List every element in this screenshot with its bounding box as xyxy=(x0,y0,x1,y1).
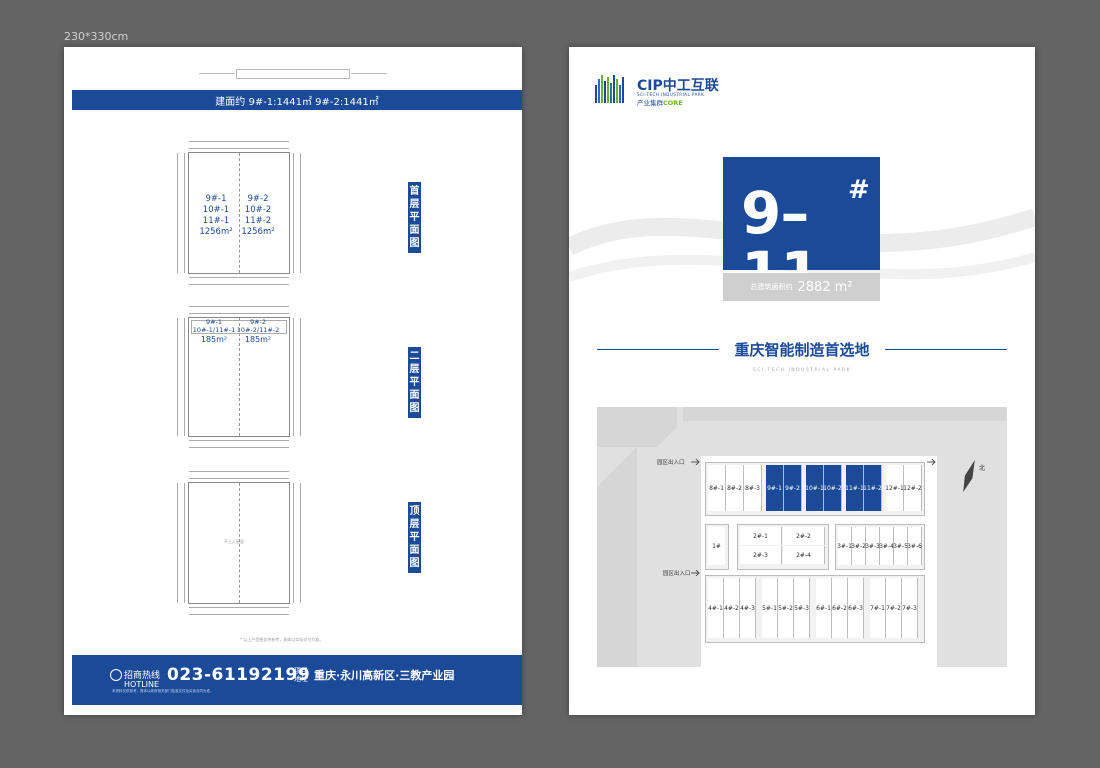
roof-note: 不上人屋面 xyxy=(224,539,244,544)
unit-9-2: 9#-2 xyxy=(784,465,802,511)
unit-5-2: 5#-2 xyxy=(778,578,794,638)
hotline-label: 招商热线 xyxy=(124,671,161,681)
unit-12-1: 12#-1 xyxy=(885,465,904,511)
unit-4-3: 4#-3 xyxy=(740,578,756,638)
contact-footer: 招商热线 HOTLINE 023-61192199 项目地址 重庆·永川高新区·… xyxy=(72,655,522,705)
unit-2-2: 2#-2 xyxy=(783,527,825,545)
hotline-en-label: HOTLINE xyxy=(124,680,160,689)
phone-number[interactable]: 023-61192199 xyxy=(167,665,311,685)
floor1-plan xyxy=(177,141,301,285)
cover-page: CIP中工互联 SCI-TECH INDUSTRIAL PARK 产业集群COR… xyxy=(569,47,1035,715)
slogan-line-right xyxy=(885,349,1007,350)
logo-icon xyxy=(595,75,624,103)
slogan: 重庆智能制造首选地 xyxy=(734,341,870,359)
entrance-bottom: 园区出入口 xyxy=(663,571,691,577)
total-area-box: 总建筑面积约 2882 m² xyxy=(723,273,880,301)
size-label: 230*330cm xyxy=(64,30,129,43)
unit-2-4: 2#-4 xyxy=(783,546,825,564)
unit-4-1: 4#-1 xyxy=(708,578,724,638)
block-1: 1# xyxy=(705,524,729,570)
unit-3-4: 3#-4 xyxy=(879,527,894,565)
unit-8-3: 8#-3 xyxy=(744,465,762,511)
logo-subtitle: SCI-TECH INDUSTRIAL PARK xyxy=(637,92,705,97)
roof-plan xyxy=(177,471,301,615)
unit-7-2: 7#-2 xyxy=(886,578,902,638)
unit-6-1: 6#-1 xyxy=(816,578,832,638)
area-value: 2882 m² xyxy=(797,279,853,295)
unit-12-2: 12#-2 xyxy=(903,465,922,511)
disclaimer: 本资料仅供参考，具体以政府相关部门批准文件及买卖合同为准。 xyxy=(112,689,214,693)
unit-5-3: 5#-3 xyxy=(794,578,810,638)
unit-3-2: 3#-2 xyxy=(851,527,866,565)
entrance-top: 园区出入口 xyxy=(657,460,685,466)
footnote: * 以上户型图仅供参考，具体以实际交付为准。 xyxy=(240,637,324,642)
unit-4-2: 4#-2 xyxy=(724,578,740,638)
unit-1: 1# xyxy=(708,527,725,565)
top-ornament xyxy=(199,69,387,79)
phone-icon xyxy=(110,669,122,681)
address-label: 项目地址 xyxy=(294,667,308,683)
unit-11-2: 11#-2 xyxy=(863,465,882,511)
unit-10-1: 10#-1 xyxy=(805,465,824,511)
unit-11-1: 11#-1 xyxy=(845,465,864,511)
unit-5-1: 5#-1 xyxy=(762,578,778,638)
unit-3-3: 3#-3 xyxy=(865,527,880,565)
hash-mark: # xyxy=(848,175,870,205)
slogan-en: SCI-TECH INDUSTRIAL PARK xyxy=(752,368,852,373)
unit-3-1: 3#-1 xyxy=(837,527,852,565)
unit-6-2: 6#-2 xyxy=(832,578,848,638)
unit-9-1: 9#-1 xyxy=(766,465,784,511)
north-arrow-icon: 北 xyxy=(959,459,985,503)
floor1-label: 首层平面图 xyxy=(408,182,421,253)
logo-tagline: 产业集群CORE xyxy=(637,99,683,107)
area-label: 总建筑面积约 xyxy=(750,283,793,291)
unit-7-1: 7#-1 xyxy=(870,578,886,638)
unit-8-2: 8#-2 xyxy=(726,465,744,511)
unit-6-3: 6#-3 xyxy=(848,578,864,638)
unit-3-6: 3#-6 xyxy=(907,527,922,565)
logo-text: CIP中工互联 xyxy=(637,78,719,94)
unit-2-1: 2#-1 xyxy=(740,527,782,545)
unit-2-3: 2#-3 xyxy=(740,546,782,564)
unit-8-1: 8#-1 xyxy=(708,465,726,511)
unit-10-2: 10#-2 xyxy=(823,465,842,511)
roof-label: 顶层平面图 xyxy=(408,502,421,573)
unit-3-5: 3#-5 xyxy=(893,527,908,565)
address: 重庆·永川高新区·三教产业园 xyxy=(314,669,455,682)
building-number-box: 9–11 # xyxy=(723,157,880,303)
unit-7-3: 7#-3 xyxy=(902,578,918,638)
floor2-plan xyxy=(177,306,301,448)
floor2-label: 二层平面图 xyxy=(408,347,421,418)
slogan-line-left xyxy=(597,349,719,350)
area-header: 建面约 9#-1:1441㎡ 9#-2:1441㎡ xyxy=(72,90,522,110)
